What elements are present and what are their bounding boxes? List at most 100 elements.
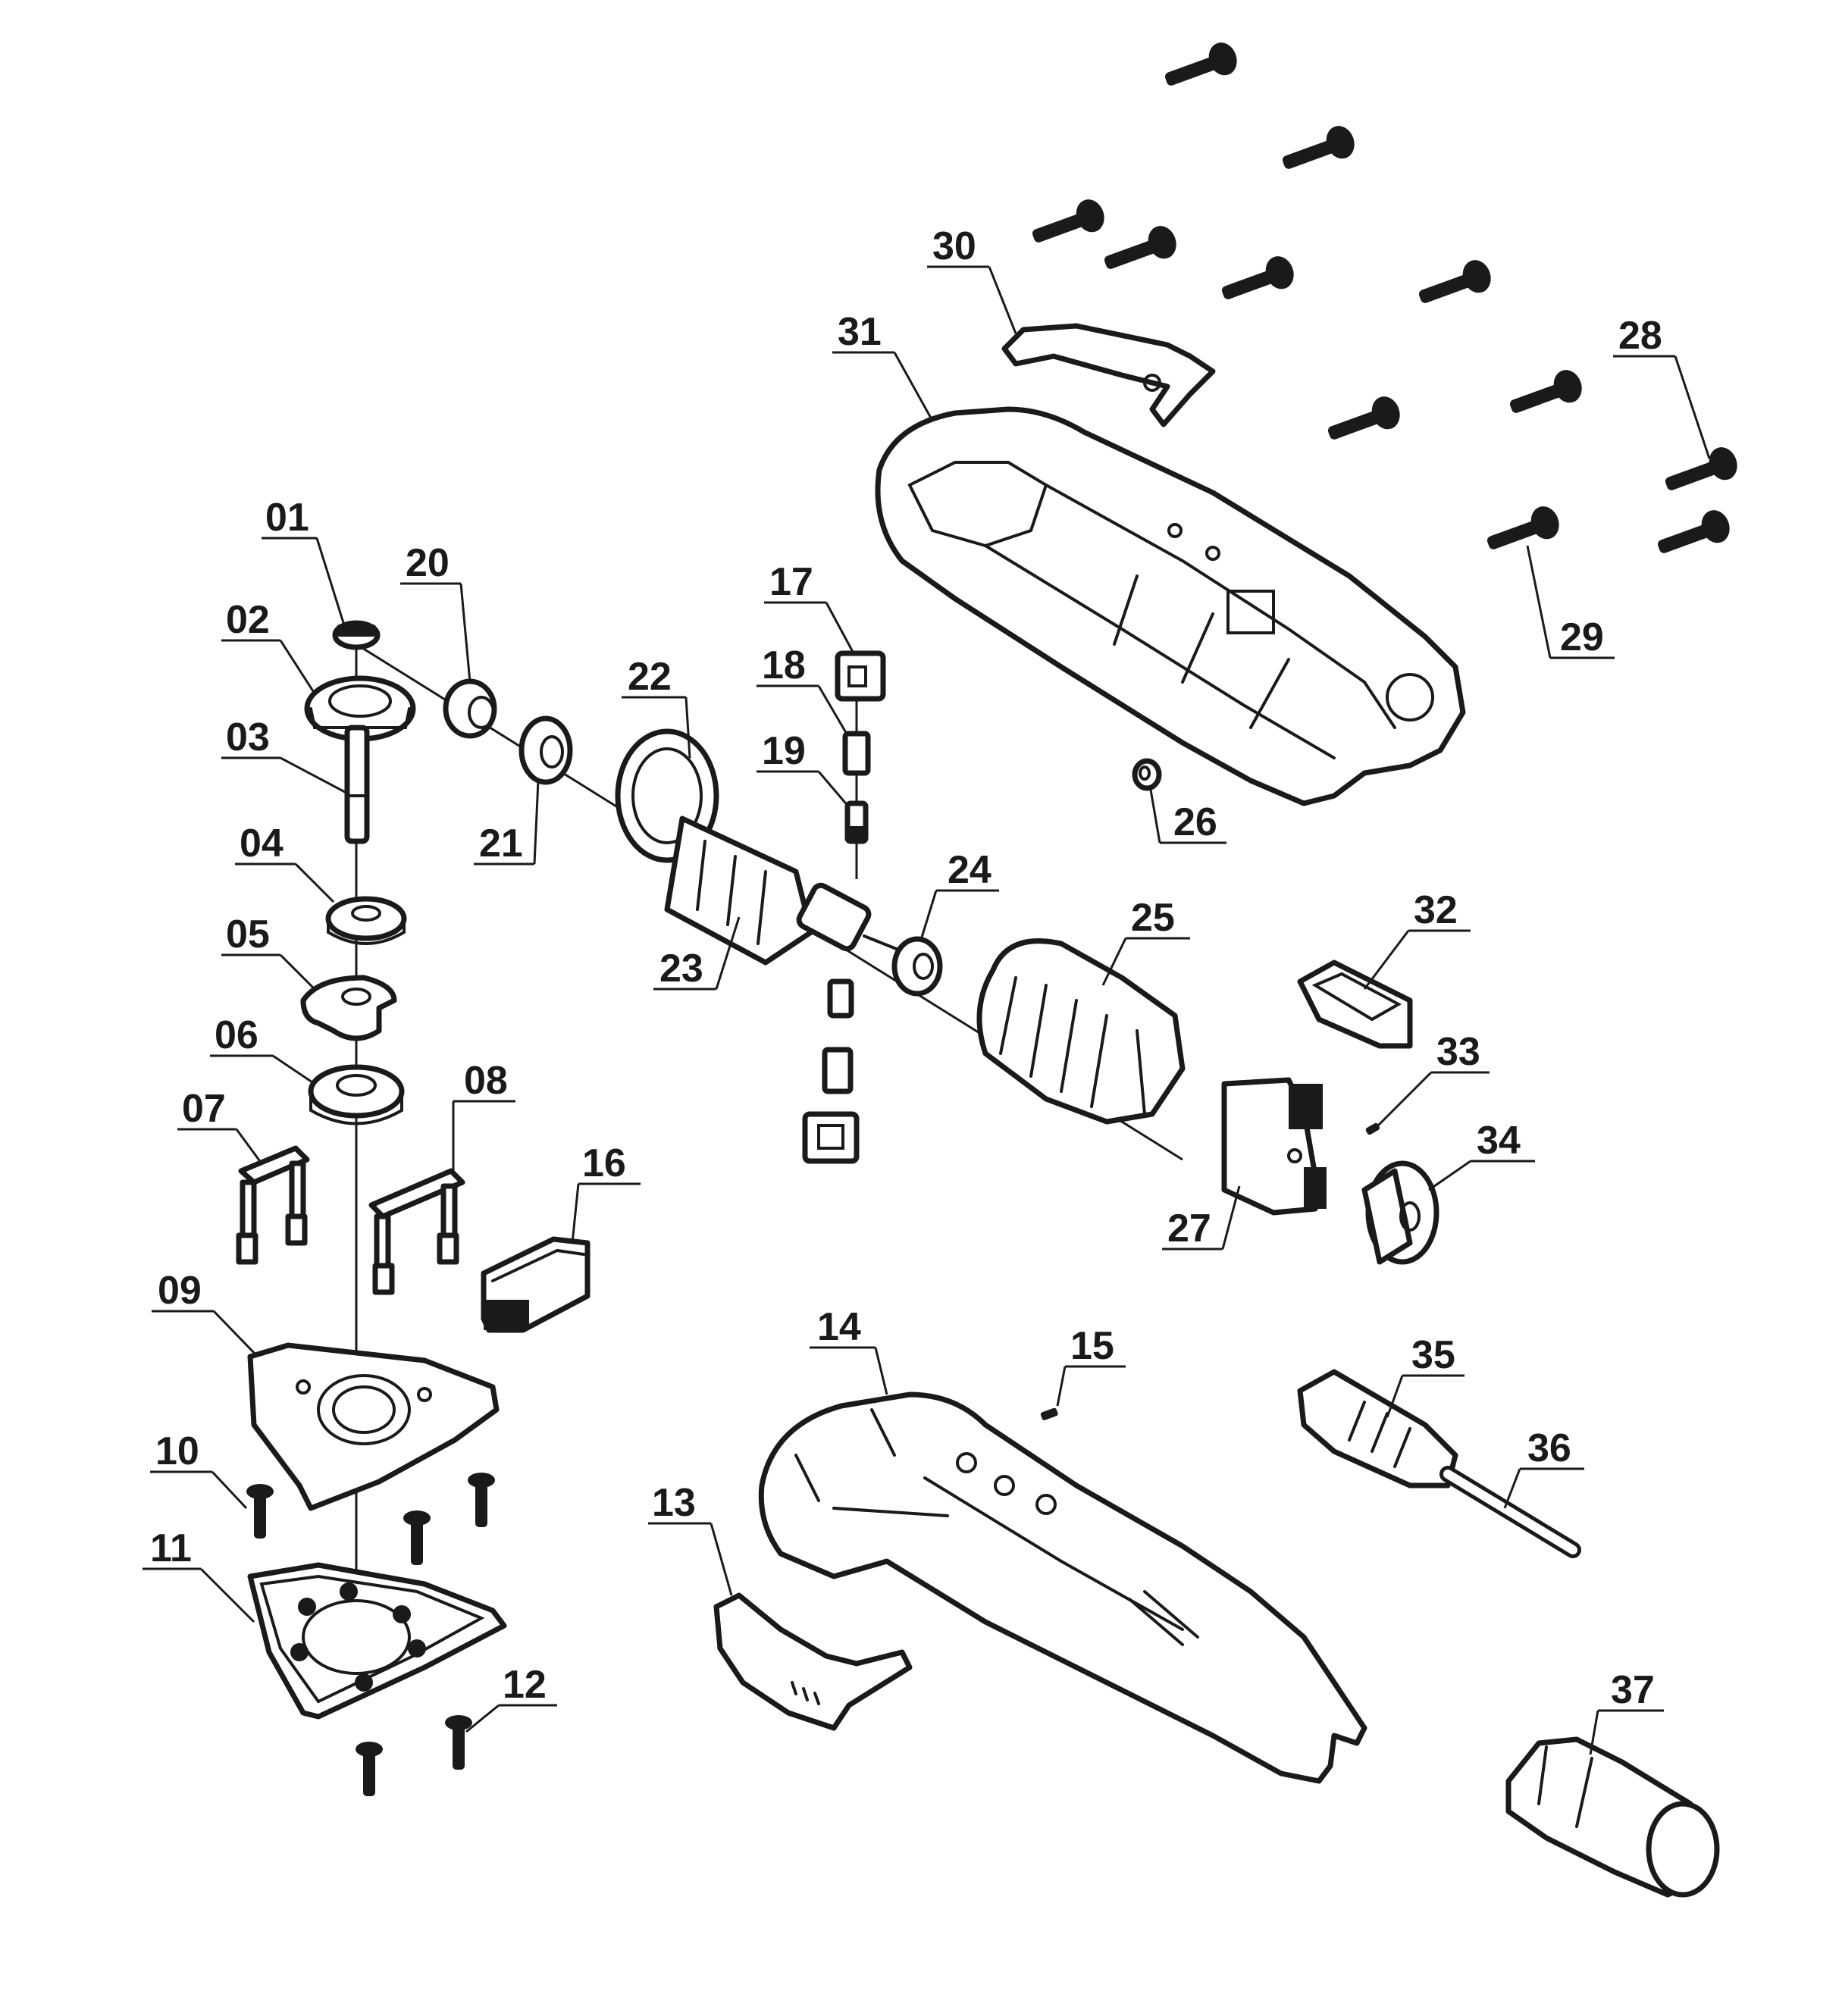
armature <box>615 728 904 966</box>
svg-text:27: 27 <box>1167 1207 1211 1251</box>
bearing-24 <box>891 936 943 997</box>
svg-text:29: 29 <box>1560 615 1604 659</box>
screw-icon <box>1365 1122 1380 1135</box>
bearing-small-20 <box>443 678 497 739</box>
callout-13: 13 <box>648 1481 733 1596</box>
callout-31: 31 <box>832 310 934 421</box>
svg-text:10: 10 <box>155 1429 199 1473</box>
svg-text:25: 25 <box>1131 896 1175 940</box>
screw-icon <box>1164 42 1237 86</box>
callout-07: 07 <box>177 1087 263 1164</box>
callout-15: 15 <box>1056 1324 1126 1407</box>
screw-icon <box>445 1715 472 1770</box>
screw-icon <box>1657 510 1730 553</box>
svg-text:31: 31 <box>838 310 882 354</box>
svg-text:37: 37 <box>1611 1668 1655 1712</box>
brush-cap-17 <box>835 650 886 702</box>
callout-04: 04 <box>235 822 335 903</box>
screw-icon <box>1665 447 1737 490</box>
spindle-assembly <box>300 620 416 1125</box>
svg-text:01: 01 <box>265 496 309 540</box>
callout-09: 09 <box>152 1269 259 1358</box>
svg-text:07: 07 <box>182 1087 226 1131</box>
slide-switch <box>1297 959 1413 1049</box>
cable-sleeve <box>1297 1369 1458 1489</box>
svg-text:11: 11 <box>150 1526 192 1570</box>
svg-text:12: 12 <box>503 1663 547 1707</box>
callout-35: 35 <box>1386 1333 1465 1418</box>
svg-text:15: 15 <box>1070 1324 1114 1368</box>
svg-text:30: 30 <box>932 224 976 268</box>
svg-text:06: 06 <box>215 1013 258 1057</box>
brush-holder-18 <box>842 731 871 776</box>
callout-27: 27 <box>1162 1185 1241 1251</box>
callout-16: 16 <box>571 1141 641 1244</box>
sanding-pad <box>247 1562 507 1720</box>
screw-icon <box>1104 226 1176 269</box>
switch-lever-lower <box>713 1592 913 1731</box>
callout-22: 22 <box>622 655 691 759</box>
svg-text:28: 28 <box>1618 314 1662 358</box>
screw-icon <box>1221 256 1294 299</box>
svg-text:09: 09 <box>158 1269 202 1313</box>
brush-set-lower <box>802 978 860 1164</box>
callout-20: 20 <box>400 541 471 683</box>
svg-text:17: 17 <box>769 560 813 604</box>
callout-08: 08 <box>452 1059 515 1171</box>
svg-text:16: 16 <box>582 1141 626 1185</box>
screw-icon <box>468 1473 495 1527</box>
screw-icon <box>1327 396 1400 440</box>
svg-text:33: 33 <box>1436 1030 1480 1074</box>
svg-text:02: 02 <box>226 598 270 642</box>
screw-icon <box>1032 199 1104 243</box>
callout-23: 23 <box>653 916 741 991</box>
svg-text:24: 24 <box>948 848 991 892</box>
callout-02: 02 <box>221 598 316 694</box>
plate-screws <box>246 1473 495 1796</box>
screw-icon <box>1040 1407 1058 1420</box>
screw-icon <box>1282 126 1355 169</box>
callout-18: 18 <box>757 643 849 736</box>
callout-10: 10 <box>150 1429 248 1510</box>
svg-text:13: 13 <box>652 1481 696 1525</box>
control-board <box>1221 1077 1327 1216</box>
screw-set <box>1032 42 1737 553</box>
housing-half-right <box>875 406 1466 806</box>
callout-06: 06 <box>210 1013 315 1085</box>
carbon-brush-19 <box>844 800 869 844</box>
callout-37: 37 <box>1589 1668 1664 1755</box>
screw-icon <box>403 1510 431 1565</box>
svg-text:19: 19 <box>762 729 806 773</box>
speed-dial <box>1361 1160 1439 1265</box>
callout-11: 11 <box>143 1526 255 1623</box>
svg-text:32: 32 <box>1414 888 1458 932</box>
callout-28: 28 <box>1613 314 1711 459</box>
bearing-21 <box>518 715 573 785</box>
screw-icon <box>356 1742 383 1796</box>
callout-01: 01 <box>262 496 346 628</box>
svg-text:05: 05 <box>226 913 270 956</box>
svg-text:36: 36 <box>1527 1426 1571 1470</box>
callout-05: 05 <box>221 913 316 991</box>
svg-text:26: 26 <box>1173 800 1217 844</box>
svg-text:20: 20 <box>406 541 450 585</box>
callout-33: 33 <box>1377 1030 1490 1127</box>
callout-25: 25 <box>1101 896 1190 986</box>
svg-text:03: 03 <box>226 715 270 759</box>
callout-03: 03 <box>221 715 346 794</box>
screw-icon <box>1509 370 1582 413</box>
screw-icon <box>246 1484 274 1539</box>
callout-14: 14 <box>810 1305 888 1395</box>
svg-text:14: 14 <box>817 1305 861 1349</box>
svg-text:35: 35 <box>1411 1333 1455 1377</box>
callout-32: 32 <box>1363 888 1471 990</box>
callout-19: 19 <box>757 729 851 808</box>
svg-text:04: 04 <box>240 822 284 866</box>
svg-text:34: 34 <box>1477 1119 1521 1163</box>
stator <box>976 938 1186 1125</box>
svg-text:22: 22 <box>628 655 672 699</box>
svg-text:18: 18 <box>762 643 806 687</box>
bushing <box>1132 758 1162 791</box>
dust-adapter-block <box>481 1236 591 1333</box>
